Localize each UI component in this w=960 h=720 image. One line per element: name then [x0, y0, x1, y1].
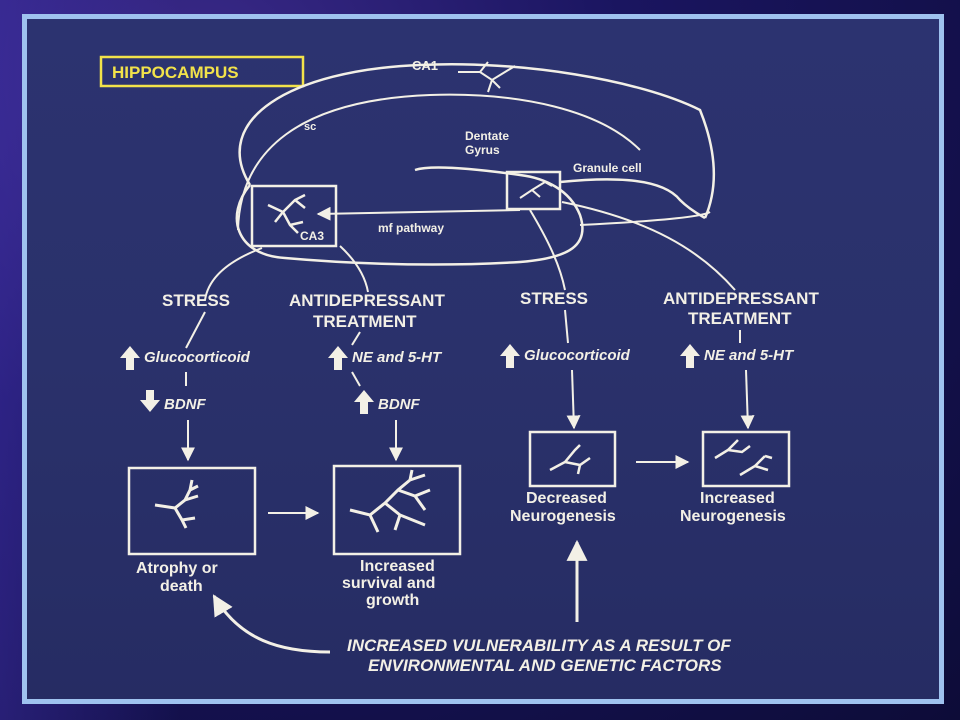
title-box: [99, 55, 305, 88]
survival-label-3: growth: [366, 592, 419, 609]
vulnerability-label-1: INCREASED VULNERABILITY AS A RESULT OF: [347, 636, 731, 655]
decreased-neurogenesis-box: [528, 430, 617, 488]
survival-label-2: survival and: [342, 575, 435, 592]
right-antidep-label-1: ANTIDEPRESSANT: [663, 289, 819, 308]
mf-pathway-arrow: [316, 206, 521, 221]
left-antidep-down-line: [351, 371, 361, 387]
ca1-label: CA1: [412, 58, 438, 73]
increased-label-1: Increased: [700, 490, 775, 507]
right-antidep-to-box-arrow: [740, 369, 755, 430]
right-glucocorticoid-up-arrow-icon: [500, 344, 520, 368]
left-stress-vline: [185, 311, 206, 349]
left-bdnf-up-label: BDNF: [378, 396, 420, 413]
left-antidep-vline: [351, 331, 361, 346]
increased-label-2: Neurogenesis: [680, 508, 786, 525]
granule-label: Granule cell: [573, 161, 642, 175]
dentate-label-1: Dentate: [465, 129, 509, 143]
right-antidep-label-2: TREATMENT: [688, 309, 792, 328]
left-bdnf-up-arrow-icon: [354, 390, 374, 414]
hippocampus-lower-curve: [237, 93, 641, 231]
left-glucocorticoid-label: Glucocorticoid: [144, 349, 251, 366]
atrophy-label-1: Atrophy or: [136, 560, 218, 577]
left-antidep-label-1: ANTIDEPRESSANT: [289, 291, 445, 310]
decreased-label-1: Decreased: [526, 490, 607, 507]
dentate-label-2: Gyrus: [465, 143, 500, 157]
atrophy-box: [127, 466, 257, 556]
atrophy-neuron-icon: [154, 479, 199, 529]
left-bdnf-down-arrow-icon: [140, 390, 160, 412]
granule-box: [505, 170, 562, 211]
increased-neuron-icon: [714, 439, 773, 477]
survival-label-1: Increased: [360, 558, 435, 575]
dentate-line: [579, 211, 711, 226]
right-ne-5ht-label: NE and 5-HT: [704, 347, 795, 364]
mf-pathway-label: mf pathway: [378, 221, 444, 235]
decreased-neuron-icon: [549, 444, 591, 475]
left-ne-up-arrow-icon: [328, 346, 348, 370]
survival-neuron-icon: [349, 469, 431, 533]
vulnerability-label-2: ENVIRONMENTAL AND GENETIC FACTORS: [368, 656, 722, 675]
ca3-to-antidep-line: [339, 245, 369, 293]
increased-neurogenesis-box: [701, 430, 791, 488]
granule-neuron-icon: [519, 181, 553, 199]
right-stress-to-box-arrow: [566, 369, 581, 430]
decreased-label-2: Neurogenesis: [510, 508, 616, 525]
ca3-label: CA3: [300, 229, 324, 243]
survival-box: [332, 464, 462, 556]
right-stress-vline: [564, 309, 569, 344]
ca3-box: [250, 184, 338, 248]
sc-label: sc: [304, 121, 316, 133]
right-ne-up-arrow-icon: [680, 344, 700, 368]
ca3-neuron-icon: [267, 193, 306, 234]
atrophy-label-2: death: [160, 578, 203, 595]
left-bdnf-down-label: BDNF: [164, 396, 206, 413]
granule-to-stress-line: [529, 209, 566, 291]
ca3-to-stress-line: [204, 247, 263, 301]
left-ne-5ht-label: NE and 5-HT: [352, 349, 443, 366]
granule-to-antidep-line: [561, 201, 736, 291]
ca1-neuron-icon: [458, 61, 516, 93]
left-stress-label: STRESS: [162, 291, 230, 310]
vulnerability-curve-arrow: [212, 594, 331, 654]
left-glucocorticoid-up-arrow-icon: [120, 346, 140, 370]
title-text: HIPPOCAMPUS: [112, 63, 239, 82]
hippocampus-outline: [238, 62, 715, 220]
slide-frame: [22, 14, 944, 704]
right-glucocorticoid-label: Glucocorticoid: [524, 347, 631, 364]
hippocampus-inner-loop: [235, 166, 584, 266]
left-antidep-label-2: TREATMENT: [313, 312, 417, 331]
right-stress-label: STRESS: [520, 289, 588, 308]
